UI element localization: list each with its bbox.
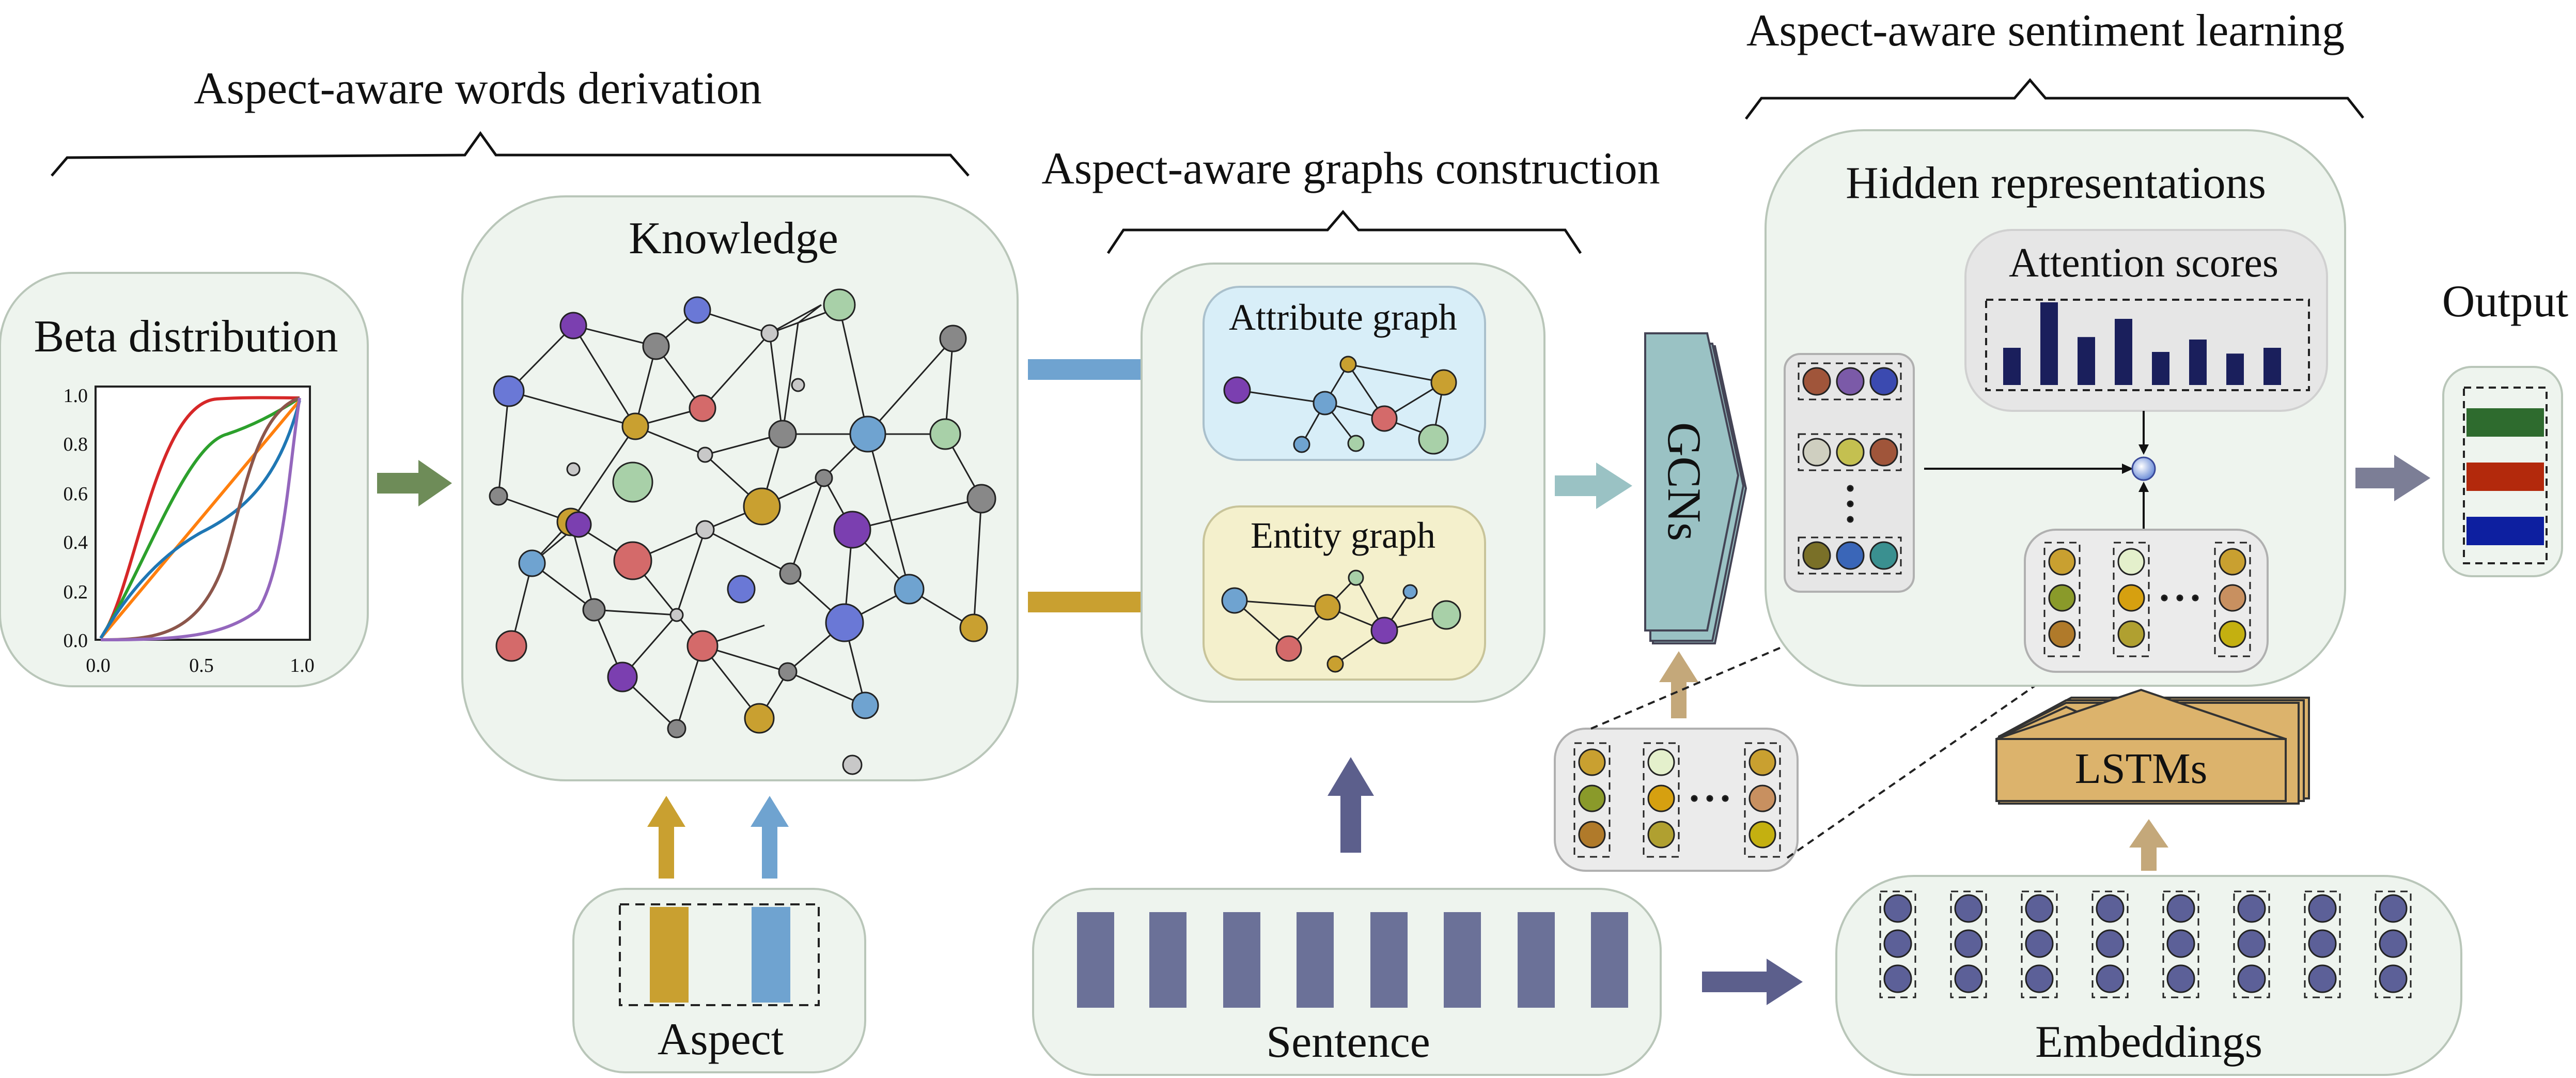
beta-curve-blue <box>99 400 301 639</box>
aspect-panel <box>572 888 866 1073</box>
sentence-tokens <box>1077 912 1628 1008</box>
attention-bar <box>2040 302 2058 385</box>
gcn-label: GCNs <box>1658 422 1711 541</box>
beta-ytick-2: 0.4 <box>64 532 88 553</box>
embeddings-panel <box>1835 875 2462 1076</box>
lstm-states <box>1573 742 1781 858</box>
arrow-attention-to-merge-head <box>2138 444 2149 455</box>
beta-curve-green <box>99 396 301 639</box>
arrow-beta-to-knowledge <box>377 460 452 506</box>
aspect-box <box>619 903 820 1006</box>
lstm-block: LSTMs <box>1995 688 2310 805</box>
arrow-aspect-blue-up <box>751 796 789 879</box>
lstm-hidden-box <box>2024 529 2269 673</box>
beta-curve-orange <box>99 399 301 639</box>
attention-bar <box>2115 319 2132 385</box>
stage-title-learning: Aspect-aware sentiment learning <box>1746 6 2345 56</box>
zoom-line-bottom <box>1786 663 2067 859</box>
arrow-hidden-to-output <box>2355 455 2430 501</box>
output-box <box>2463 387 2548 564</box>
hidden-title: Hidden representations <box>1846 158 2266 208</box>
gcn-hidden-states <box>1798 362 1902 575</box>
beta-curve-red <box>99 396 300 639</box>
knowledge-graph <box>489 288 996 775</box>
beta-curves <box>99 396 301 641</box>
sentence-label: Sentence <box>1266 1017 1430 1067</box>
beta-xtick-1: 0.5 <box>189 655 214 676</box>
merge-node <box>2131 456 2156 481</box>
stage-title-derivation: Aspect-aware words derivation <box>194 64 762 114</box>
beta-xtick-2: 1.0 <box>290 655 315 676</box>
brace-learning <box>1745 78 2364 120</box>
output-bar-red <box>2466 463 2544 491</box>
arrow-aspect-gold-up <box>647 796 685 879</box>
gcn-block: GCNs <box>1644 332 1747 644</box>
attention-chart-frame <box>1985 299 2310 391</box>
beta-ytick-5: 1.0 <box>64 385 88 407</box>
beta-ytick-0: 0.0 <box>64 630 88 652</box>
attention-bar <box>2003 348 2021 385</box>
beta-curve-brown <box>100 396 300 641</box>
arrow-states-to-gcn <box>1659 651 1698 718</box>
knowledge-title: Knowledge <box>629 213 838 264</box>
lstm-hidden-states <box>2043 542 2251 657</box>
output-bar-blue <box>2466 517 2544 545</box>
arrow-sentence-to-embeddings <box>1702 959 1803 1005</box>
attention-bar <box>2078 337 2095 385</box>
lstm-label: LSTMs <box>2075 745 2208 793</box>
aspect-token-gold <box>650 907 689 1003</box>
attention-bars <box>2003 302 2281 385</box>
aspect-label: Aspect <box>658 1014 784 1065</box>
brace-construction <box>1106 210 1582 254</box>
attention-bar <box>2189 340 2207 385</box>
output-bar-green <box>2466 408 2544 437</box>
arrow-gcn-to-merge-head <box>2122 464 2133 474</box>
embedding-vectors <box>1879 890 2412 998</box>
beta-ytick-3: 0.6 <box>64 483 88 505</box>
beta-x-ticks: 0.0 0.5 1.0 <box>86 655 315 676</box>
arrow-to-entity-graph <box>1028 579 1191 625</box>
output-title: Output <box>2442 276 2568 327</box>
entity-graph-title: Entity graph <box>1251 515 1435 556</box>
arrow-sentence-to-graphs <box>1328 757 1374 853</box>
attribute-graph-title: Attribute graph <box>1229 297 1457 338</box>
stage-title-construction: Aspect-aware graphs construction <box>1041 144 1660 194</box>
attention-bar <box>2226 353 2244 385</box>
beta-y-ticks: 0.0 0.2 0.4 0.6 0.8 1.0 <box>64 385 88 652</box>
beta-xtick-0: 0.0 <box>86 655 111 676</box>
attention-bar <box>2263 348 2281 385</box>
brace-derivation <box>51 131 970 177</box>
arrow-to-attribute-graph <box>1028 346 1191 393</box>
arrow-lstm-to-merge-head <box>2138 482 2149 492</box>
attribute-graph <box>1223 356 1457 455</box>
lstm-states-panel <box>1554 728 1799 872</box>
gcn-hidden-box <box>1784 353 1915 593</box>
aspect-token-blue <box>752 907 790 1003</box>
entity-graph <box>1221 569 1461 673</box>
attention-bar <box>2152 352 2169 385</box>
attribute-graph-box <box>1203 286 1486 461</box>
beta-title: Beta distribution <box>34 312 338 362</box>
attention-title: Attention scores <box>2009 240 2278 286</box>
knowledge-panel <box>461 195 1019 781</box>
beta-curve-purple <box>100 397 301 641</box>
beta-ytick-4: 0.8 <box>64 434 88 455</box>
knowledge-nodes <box>489 288 996 775</box>
beta-ytick-1: 0.2 <box>64 581 88 603</box>
sentence-panel <box>1032 888 1662 1076</box>
arrow-embeddings-to-lstm <box>2129 819 2168 871</box>
arrow-graphs-to-gcn <box>1555 463 1632 509</box>
embeddings-label: Embeddings <box>2035 1017 2262 1067</box>
